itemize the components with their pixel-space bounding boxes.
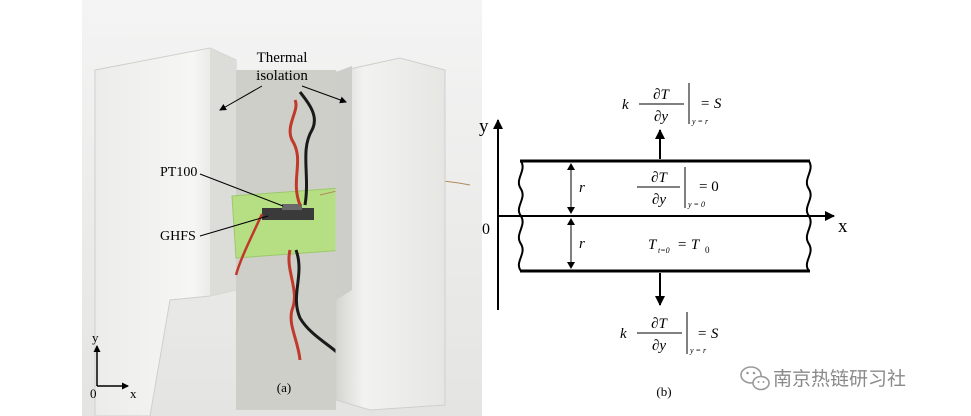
mini-y-label: y (92, 330, 99, 345)
panel-a-photo (82, 0, 482, 416)
y-axis-label: y (479, 116, 489, 137)
init-lhs-sub: t=0 (658, 246, 670, 255)
left-foam-side (210, 48, 236, 296)
watermark-text: 南京热链研习社 (773, 368, 906, 390)
black-wire-top (298, 91, 316, 206)
panel-a-caption: (a) (277, 380, 291, 395)
bottom-bc-k: k (620, 326, 627, 342)
top-bc-rhs: = S (700, 96, 722, 112)
pt100-label: PT100 (160, 165, 197, 180)
wechat-icon (740, 366, 770, 391)
r-label-lower: r (579, 236, 585, 252)
red-wire-left (234, 213, 264, 276)
top-bc-den: ∂y (654, 109, 668, 125)
ghfs-sensor (262, 208, 314, 220)
mid-bc-rhs: = 0 (699, 179, 719, 195)
top-bc-sub: y = r (691, 117, 709, 126)
thermal-label-line1: Thermal (257, 50, 308, 66)
bottom-bc-num: ∂T (651, 316, 668, 332)
pt100-sensor (282, 204, 302, 210)
ghfs-leader (199, 215, 269, 237)
thermal-leader-right (301, 85, 347, 104)
pt100-leader (199, 173, 284, 207)
red-wire-top (288, 99, 302, 206)
r-dim-lower-arrow-top (567, 218, 575, 225)
mid-bc-num: ∂T (651, 170, 668, 186)
top-bc-num: ∂T (653, 87, 670, 103)
mini-origin-label: 0 (90, 386, 97, 401)
init-rhs-sub: 0 (705, 245, 710, 255)
init-lhs: T (648, 237, 658, 253)
bottom-bc-den: ∂y (652, 338, 666, 354)
right-break-edge (805, 160, 812, 272)
r-label-upper: r (579, 180, 585, 196)
panel-b-caption: (b) (656, 384, 671, 399)
left-break-edge (517, 160, 524, 272)
black-wire-bottom (294, 249, 342, 357)
mini-x-label: x (130, 386, 137, 401)
mid-bc-sub: y = 0 (687, 200, 705, 209)
right-foam-block (335, 57, 446, 411)
init-eq: = T (677, 237, 701, 253)
r-dim-upper-arrow-top (567, 163, 575, 170)
green-sample (231, 187, 346, 259)
panel-b-diagram (493, 83, 835, 354)
bottom-bc-sub: y = r (689, 346, 707, 355)
mid-bc-den: ∂y (652, 192, 666, 208)
bottom-bc-rhs: = S (697, 326, 719, 342)
red-wire-bottom (287, 249, 302, 361)
thermal-leader-left (219, 85, 263, 111)
top-bc-k: k (622, 97, 629, 113)
thermal-label-line2: isolation (256, 68, 308, 84)
right-foam-edge (336, 66, 352, 300)
origin-label: 0 (482, 221, 490, 238)
x-axis-label: x (838, 216, 848, 237)
r-dim-lower-arrow-bot (567, 262, 575, 269)
r-dim-upper-arrow-bot (567, 207, 575, 214)
ghfs-label: GHFS (160, 229, 196, 244)
